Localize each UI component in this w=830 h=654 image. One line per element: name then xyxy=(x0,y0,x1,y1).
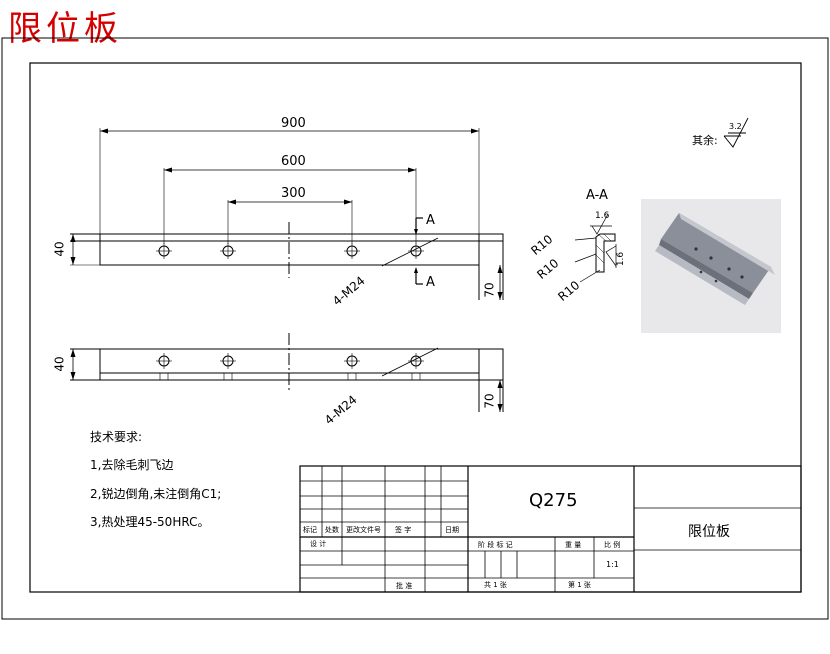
dim-900: 900 xyxy=(281,116,306,131)
surface-value: 3.2 xyxy=(729,122,742,131)
note-item-3: 3,热处理45-50HRC。 xyxy=(90,515,210,529)
tb-scale: 比 例 xyxy=(604,541,621,549)
page-title: 限位板 xyxy=(8,9,122,49)
tb-label-count: 处数 xyxy=(325,526,339,534)
tb-weight: 重 量 xyxy=(565,541,582,549)
roughness-value-2: 1.6 xyxy=(616,251,627,267)
note-item-1: 1,去除毛刺飞边 xyxy=(90,458,174,472)
section-a-a xyxy=(574,213,617,283)
part-name: 限位板 xyxy=(688,524,730,540)
tb-label-date: 日期 xyxy=(445,526,459,534)
tb-label-sign: 签 字 xyxy=(395,526,412,534)
section-label: A-A xyxy=(586,188,608,203)
notes-heading: 技术要求: xyxy=(90,430,143,444)
surface-label: 其余: xyxy=(692,134,718,147)
note-item-2: 2,锐边倒角,未注倒角C1; xyxy=(90,487,222,501)
tb-scale-value: 1:1 xyxy=(606,560,619,569)
tb-sheet-no: 第 1 张 xyxy=(568,581,591,589)
tb-stage-mark: 阶 段 标 记 xyxy=(478,541,513,549)
surface-roughness-symbol xyxy=(723,117,749,148)
material-label: Q275 xyxy=(529,490,578,511)
bottom-view xyxy=(70,333,504,412)
section-marker-a-top: A xyxy=(426,213,435,228)
dim-70-bottom: 70 xyxy=(482,393,497,409)
dim-40-bottom: 40 xyxy=(52,356,67,372)
outer-frame xyxy=(1,37,829,620)
tb-label-file: 更改文件号 xyxy=(346,526,381,534)
part-3d-icon xyxy=(655,213,775,305)
dim-40-top: 40 xyxy=(52,241,67,257)
isometric-view xyxy=(641,199,781,333)
section-marker-a-bottom: A xyxy=(426,275,435,290)
dim-70-top: 70 xyxy=(482,282,497,298)
tb-approve: 批 准 xyxy=(396,582,413,590)
roughness-value-1: 1.6 xyxy=(595,211,610,221)
tb-label-mark: 标记 xyxy=(303,526,317,534)
tb-sheets-total: 共 1 张 xyxy=(484,581,507,589)
title-block xyxy=(299,465,802,593)
dim-600: 600 xyxy=(281,154,306,169)
tb-design: 设 计 xyxy=(310,540,327,548)
dim-300-label: 300 xyxy=(281,186,306,201)
